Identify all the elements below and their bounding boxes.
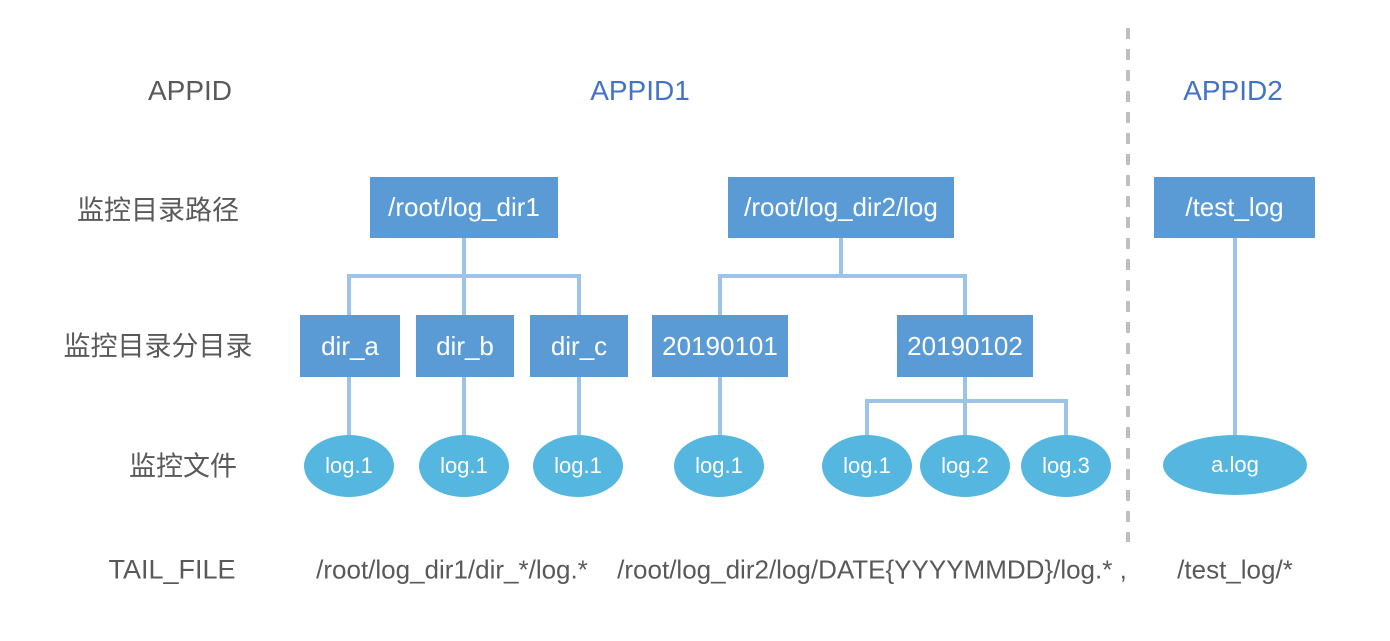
row-label-monitor-file: 监控文件 [129,451,237,482]
subdir-box-20190101: 20190101 [652,315,788,377]
connector-line [347,274,581,278]
appid1-heading: APPID1 [590,75,690,106]
connector-line [577,377,581,435]
tail-file-pattern-log-dir2: /root/log_dir2/log/DATE{YYYYMMDD}/log.* … [617,554,1127,585]
connector-line [1233,238,1237,435]
connector-line [462,377,466,435]
subdir-box-dir-b: dir_b [416,315,514,377]
connector-line [963,401,967,435]
row-label-monitor-dir-path: 监控目录路径 [77,195,239,226]
root-dir-box-test-log: /test_log [1154,177,1315,238]
tail-file-pattern-test-log: /test_log/* [1177,554,1293,585]
subdir-box-20190102: 20190102 [897,315,1033,377]
file-ellipse-20190102-log1: log.1 [822,435,912,497]
subdir-box-dir-a: dir_a [300,315,400,377]
row-label-monitor-subdir: 监控目录分目录 [63,331,253,362]
row-label-appid: APPID [147,75,233,106]
tail-file-pattern-log-dir1: /root/log_dir1/dir_*/log.* [316,554,588,585]
file-ellipse-20190102-log3: log.3 [1021,435,1111,497]
root-dir-box-log-dir2: /root/log_dir2/log [728,177,954,238]
file-ellipse-dir-a-log1: log.1 [304,435,394,497]
connector-line [347,276,351,315]
connector-line [963,276,967,315]
appid-divider-line [1126,28,1130,542]
file-ellipse-20190101-log1: log.1 [674,435,764,497]
file-ellipse-dir-b-log1: log.1 [419,435,509,497]
root-dir-box-log-dir1: /root/log_dir1 [370,177,558,238]
file-ellipse-20190102-log2: log.2 [920,435,1010,497]
subdir-box-dir-c: dir_c [530,315,628,377]
connector-line [963,377,967,403]
connector-line [347,377,351,435]
connector-line [718,377,722,435]
connector-line [718,276,722,315]
file-ellipse-a-log: a.log [1163,435,1307,495]
connector-line [839,238,843,278]
connector-line [718,274,967,278]
connector-line [1064,401,1068,435]
connector-line [865,401,869,435]
connector-line [577,276,581,315]
file-ellipse-dir-c-log1: log.1 [533,435,623,497]
appid2-heading: APPID2 [1183,75,1283,106]
row-label-tail-file: TAIL_FILE [108,554,236,585]
